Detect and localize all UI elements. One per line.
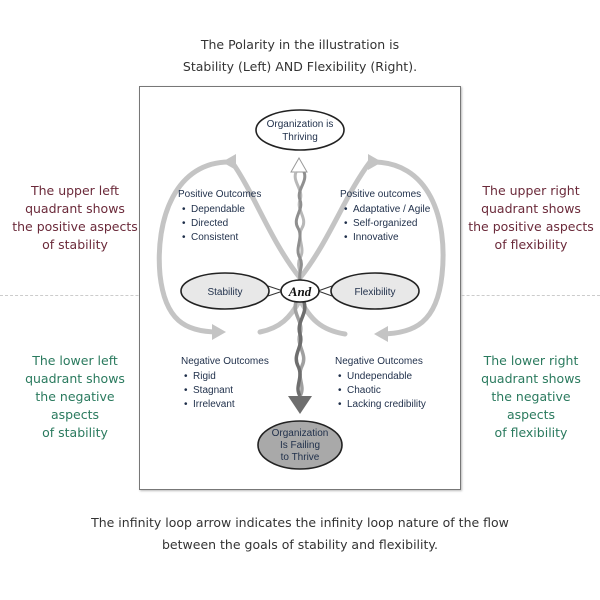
upper-left-title: Positive Outcomes [178,189,261,200]
upper-right-item: Innovative [353,232,399,243]
lower-right-item: Lacking credibility [347,399,426,410]
svg-text:•: • [338,399,342,410]
upper-right-item: Self-organized [353,218,417,229]
loop-arc-lower-right [297,297,348,337]
stability-label: Stability [207,287,242,298]
braided-arrow-down [288,301,312,414]
svg-text:•: • [182,204,186,215]
lower-right-title: Negative Outcomes [335,356,423,367]
thriving-node: Organization is Thriving [255,109,345,151]
and-label: And [288,284,312,299]
lower-right-item: Undependable [347,371,412,382]
loop-arc-right-outer [367,159,446,337]
loop-arc-left-outer [156,159,235,335]
footer-line-1: The infinity loop arrow indicates the in… [91,515,509,530]
lower-left-item: Rigid [193,371,216,382]
svg-text:•: • [338,385,342,396]
lower-right-note: The lower right quadrant shows the negat… [481,353,581,440]
arrowhead-upper-left [222,154,236,170]
lower-left-note: The lower left quadrant shows the negati… [25,353,125,440]
stability-node: Stability [180,272,270,310]
flexibility-node: Flexibility [330,272,420,310]
svg-text:•: • [344,232,348,243]
svg-text:•: • [344,218,348,229]
lower-left-item: Irrelevant [193,399,235,410]
upper-left-item: Dependable [191,204,245,215]
loop-arc-upper-left [229,159,303,281]
lower-left-title: Negative Outcomes [181,356,269,367]
failing-label-3: to Thrive [281,452,320,463]
failing-label-2: Is Failing [280,440,320,451]
footer-caption: The infinity loop arrow indicates the in… [0,512,600,556]
loop-arrowheads [212,154,388,342]
svg-text:•: • [182,218,186,229]
upper-left-note: The upper left quadrant shows the positi… [12,183,138,252]
loop-arc-lower-left [257,297,303,335]
lower-left-item: Stagnant [193,385,233,396]
svg-text:•: • [338,371,342,382]
infinity-loop [156,159,446,337]
svg-text:•: • [182,232,186,243]
header-line-2: Stability (Left) AND Flexibility (Right)… [182,59,418,74]
upper-right-item: Adaptative / Agile [353,204,431,215]
and-node: And [280,279,320,303]
lower-right-item: Chaotic [347,385,381,396]
thriving-label-1: Organization is [267,119,334,130]
upper-right-note: The upper right quadrant shows the posit… [468,183,594,252]
svg-text:•: • [344,204,348,215]
failing-label-1: Organization [272,428,329,439]
upper-right-title: Positive outcomes [340,189,421,200]
header-caption: The Polarity in the illustration is Stab… [0,34,600,78]
thriving-label-2: Thriving [282,132,318,143]
arrowhead-lower-right [374,326,388,342]
svg-text:•: • [184,385,188,396]
header-line-1: The Polarity in the illustration is [200,37,400,52]
braided-arrow-up [290,156,308,281]
upper-left-item: Consistent [191,232,238,243]
loop-arc-upper-right [297,159,373,281]
arrowhead-lower-left [212,324,226,340]
lower-right-outcomes: Negative Outcomes • Undependable • Chaot… [335,356,426,410]
upper-left-outcomes: Positive Outcomes • Dependable • Directe… [178,189,261,243]
svg-text:•: • [184,399,188,410]
upper-right-outcomes: Positive outcomes • Adaptative / Agile •… [340,189,431,243]
arrowhead-upper-right [368,154,382,170]
svg-text:•: • [184,371,188,382]
footer-line-2: between the goals of stability and flexi… [162,537,438,552]
failing-node: Organization Is Failing to Thrive [257,420,343,470]
upper-left-item: Directed [191,218,228,229]
lower-left-outcomes: Negative Outcomes • Rigid • Stagnant • I… [181,356,269,410]
flexibility-label: Flexibility [354,287,395,298]
